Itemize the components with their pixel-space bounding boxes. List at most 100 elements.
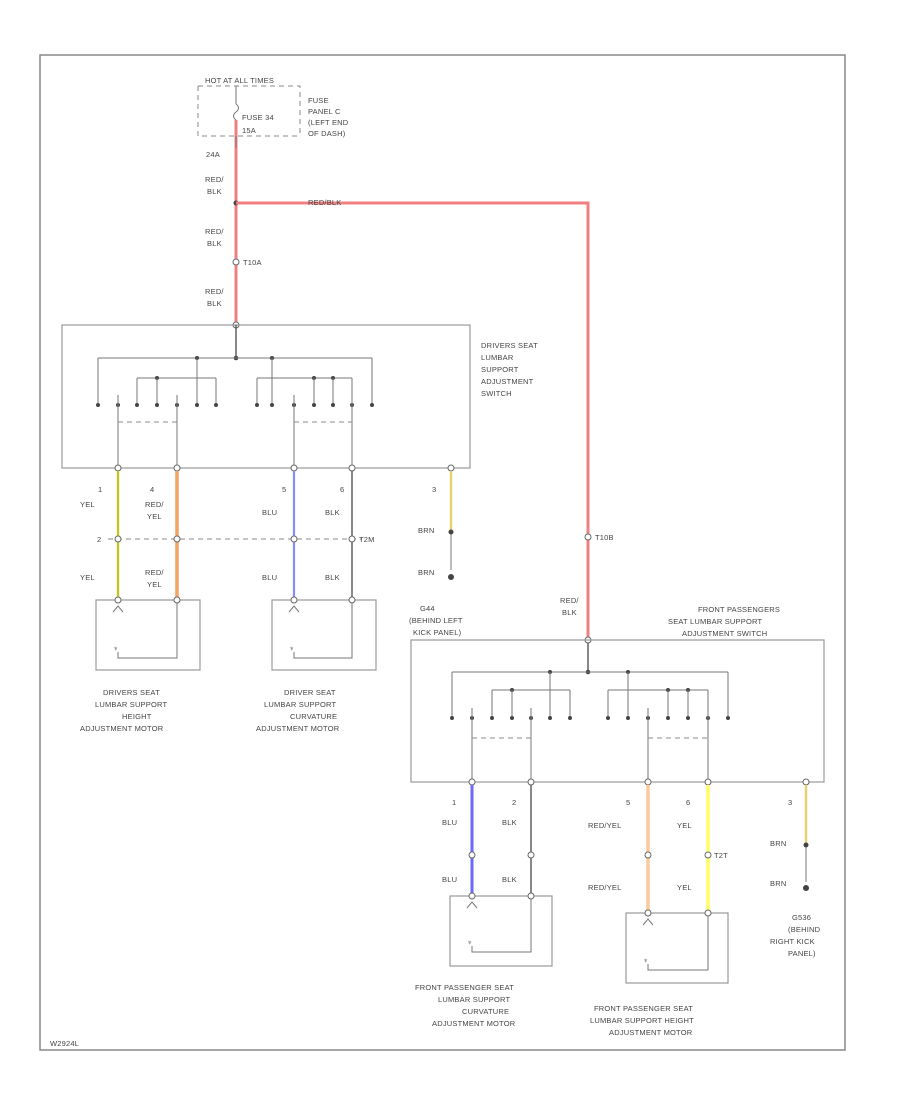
driver-wire-brn-2: BRN (418, 568, 434, 577)
driver-switch-wires: 1 YEL 4 RED/ YEL 5 BLU 6 BLK 3 BRN BRN 2… (80, 471, 463, 637)
driver-pin-5: 5 (282, 485, 286, 494)
passenger-wire-blk-2: BLK (502, 875, 517, 884)
motor-icon-driver-height: ♆ (113, 644, 119, 653)
passenger-pin-5: 5 (626, 798, 630, 807)
driver-wire-yel-2: YEL (80, 573, 95, 582)
passenger-ground-label-3: RIGHT KICK (770, 937, 815, 946)
fuse-symbol (233, 103, 239, 121)
passenger-ground-label-4: PANEL) (788, 949, 816, 958)
driver-wire-redyel-2a: RED/ (145, 568, 164, 577)
driver-wire-blu-1: BLU (262, 508, 277, 517)
wire-label-red-3: RED/ (205, 287, 224, 296)
passenger-wire-red: RED/ (560, 596, 579, 605)
passenger-pin-6: 6 (686, 798, 690, 807)
driver-switch-label-3: SUPPORT (481, 365, 519, 374)
driver-curvature-motor: ♆ DRIVER SEAT LUMBAR SUPPORT CURVATURE A… (256, 596, 377, 733)
wire-label-blk-1: BLK (207, 187, 222, 196)
motor-icon-driver-curvature: ♆ (289, 644, 295, 653)
driver-pin-6: 6 (340, 485, 344, 494)
passenger-pin-2: 2 (512, 798, 516, 807)
passenger-height-motor-label-2: LUMBAR SUPPORT HEIGHT (590, 1016, 694, 1025)
main-feed-wire: 24A RED/ BLK RED/BLK RED/ BLK T10A RED/ … (205, 120, 590, 640)
connector-t10a-label: T10A (243, 258, 262, 267)
driver-curvature-motor-label-1: DRIVER SEAT (284, 688, 336, 697)
passenger-wire-blu-1: BLU (442, 818, 457, 827)
passenger-pin-1: 1 (452, 798, 456, 807)
diagram-frame (39, 54, 846, 1051)
passenger-wire-brn-2: BRN (770, 879, 786, 888)
driver-curvature-motor-label-3: CURVATURE (290, 712, 337, 721)
driver-pin-4: 4 (150, 485, 154, 494)
passenger-curvature-motor-label-1: FRONT PASSENGER SEAT (415, 983, 514, 992)
passenger-curvature-motor-label-2: LUMBAR SUPPORT (438, 995, 510, 1004)
fuse-location-line-3: (LEFT END (308, 118, 349, 127)
wire-label-red-2: RED/ (205, 227, 224, 236)
wire-label-red-1: RED/ (205, 175, 224, 184)
passenger-wire-redyel-2: RED/YEL (588, 883, 622, 892)
driver-ground-label-1: G44 (420, 604, 435, 613)
driver-curvature-motor-label-4: ADJUSTMENT MOTOR (256, 724, 340, 733)
wire-label-blk-3: BLK (207, 299, 222, 308)
passenger-wire-blu-2: BLU (442, 875, 457, 884)
main-pin-label: 24A (206, 150, 220, 159)
driver-ground-dot-2 (448, 574, 454, 580)
driver-ground-label-3: KICK PANEL) (413, 628, 462, 637)
driver-wire-redyel-1b: YEL (147, 512, 162, 521)
driver-ground-label-2: (BEHIND LEFT (409, 616, 463, 625)
passenger-ground-dot-2 (803, 885, 809, 891)
driver-height-motor-label-2: LUMBAR SUPPORT (95, 700, 167, 709)
passenger-wire-blk: BLK (562, 608, 577, 617)
driver-pin-3: 3 (432, 485, 436, 494)
fuse-location-line-1: FUSE (308, 96, 329, 105)
driver-ground-dot-1 (448, 529, 454, 535)
driver-switch-label-2: LUMBAR (481, 353, 514, 362)
passenger-height-motor-label-1: FRONT PASSENGER SEAT (594, 1004, 693, 1013)
passenger-height-motor-label-3: ADJUSTMENT MOTOR (609, 1028, 693, 1037)
passenger-switch-label-3: ADJUSTMENT SWITCH (682, 629, 767, 638)
driver-switch: DRIVERS SEAT LUMBAR SUPPORT ADJUSTMENT S… (61, 324, 538, 472)
fuse-name: FUSE 34 (242, 113, 274, 122)
driver-wire-redyel-2b: YEL (147, 580, 162, 589)
passenger-pin-3: 3 (788, 798, 792, 807)
passenger-wire-redyel-1: RED/YEL (588, 821, 622, 830)
motor-icon-passenger-curvature: ♆ (467, 938, 473, 947)
driver-height-motor-label-4: ADJUSTMENT MOTOR (80, 724, 164, 733)
passenger-wire-yel-2: YEL (677, 883, 692, 892)
passenger-switch: FRONT PASSENGERS SEAT LUMBAR SUPPORT ADJ… (410, 605, 825, 786)
connector-t10b-label: T10B (595, 533, 614, 542)
passenger-wire-yel-1: YEL (677, 821, 692, 830)
connector-t2m-label: T2M (359, 535, 375, 544)
driver-height-motor-label-1: DRIVERS SEAT (103, 688, 160, 697)
power-source: HOT AT ALL TIMES FUSE 34 15A FUSE PANEL … (197, 76, 349, 138)
passenger-wire-brn-1: BRN (770, 839, 786, 848)
passenger-curvature-motor-label-4: ADJUSTMENT MOTOR (432, 1019, 516, 1028)
splice-wire-label: RED/BLK (308, 198, 342, 207)
driver-wire-blu-2: BLU (262, 573, 277, 582)
driver-switch-label-5: SWITCH (481, 389, 512, 398)
driver-pin-1: 1 (98, 485, 102, 494)
passenger-height-motor: ♆ FRONT PASSENGER SEAT LUMBAR SUPPORT HE… (590, 909, 729, 1037)
driver-height-motor-label-3: HEIGHT (122, 712, 152, 721)
passenger-switch-wires: 1 BLU 2 BLK 5 RED/YEL 6 YEL 3 BRN BRN T2… (442, 785, 821, 958)
driver-wire-redyel-1a: RED/ (145, 500, 164, 509)
driver-inline-pin-2: 2 (97, 535, 101, 544)
passenger-ground-dot-1 (803, 842, 809, 848)
hot-at-all-times-label: HOT AT ALL TIMES (205, 76, 274, 85)
driver-wire-yel-1: YEL (80, 500, 95, 509)
passenger-curvature-motor-label-3: CURVATURE (462, 1007, 509, 1016)
passenger-switch-label-2: SEAT LUMBAR SUPPORT (668, 617, 762, 626)
connector-t10a-pin (232, 258, 240, 266)
fuse-rating: 15A (242, 126, 256, 135)
connector-t2t-label: T2T (714, 851, 728, 860)
passenger-ground-label-2: (BEHIND (788, 925, 821, 934)
fuse-location-line-4: OF DASH) (308, 129, 346, 138)
passenger-wire-blk-1: BLK (502, 818, 517, 827)
wire-label-blk-2: BLK (207, 239, 222, 248)
motor-icon-passenger-height: ♆ (643, 956, 649, 965)
driver-wire-brn-1: BRN (418, 526, 434, 535)
driver-curvature-motor-label-2: LUMBAR SUPPORT (264, 700, 336, 709)
passenger-ground-label-1: G536 (792, 913, 811, 922)
diagram-code: W2924L (50, 1039, 79, 1048)
passenger-switch-label-1: FRONT PASSENGERS (698, 605, 780, 614)
